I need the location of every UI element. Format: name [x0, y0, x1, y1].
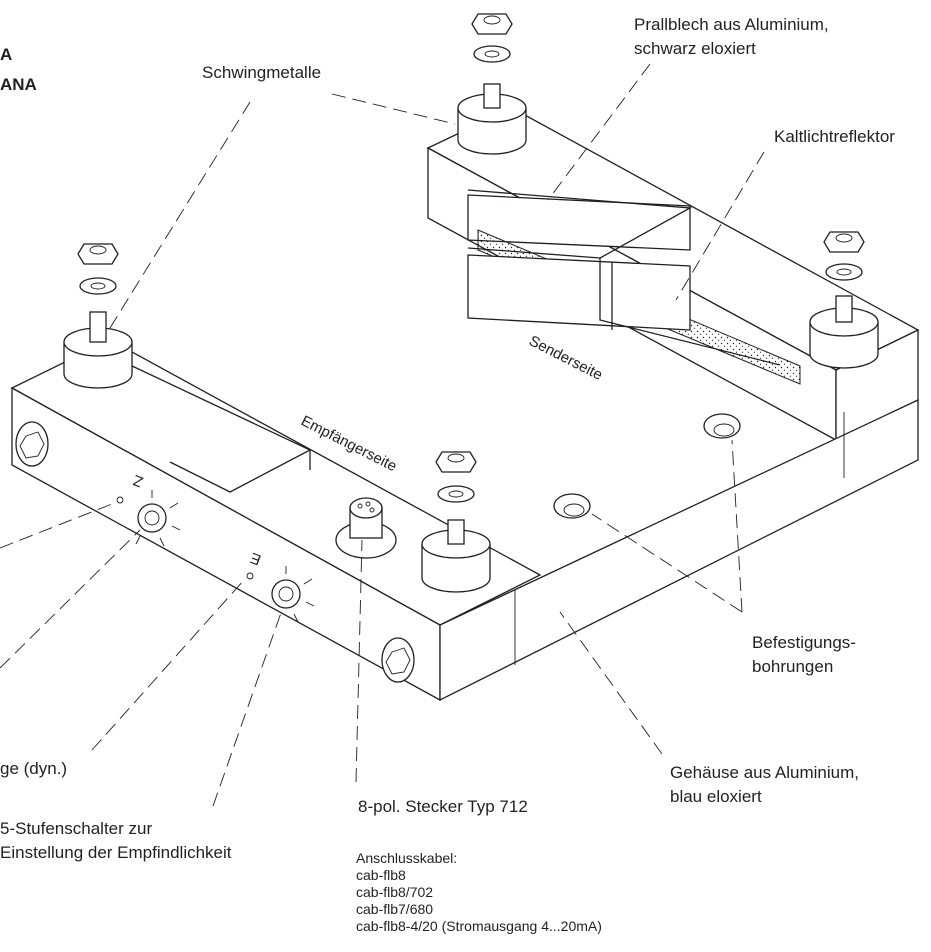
stufenschalter-label-line2: Einstellung der Empfindlichkeit: [0, 843, 232, 862]
cable-item: cab-flb8/702: [356, 884, 434, 900]
vibration-mount-front: [421, 451, 491, 593]
receiver-arm: [10, 339, 919, 702]
sensitivity-switch-e: [246, 566, 315, 623]
leader-lines: [0, 63, 765, 807]
cable-item: cab-flb8: [356, 867, 406, 883]
mounting-bore-1: [703, 413, 741, 439]
mounting-bore-2: [553, 493, 591, 519]
hex-socket-left: [15, 421, 49, 467]
stufenschalter-label-line1: 5-Stufenschalter zur: [0, 819, 153, 838]
stecker-label: 8-pol. Stecker Typ 712: [358, 797, 528, 816]
anschlusskabel-title: Anschlusskabel:: [356, 850, 458, 866]
vibration-mount-left: [63, 243, 133, 389]
connector-8pol: [335, 497, 397, 559]
title-fragment-a: A: [0, 45, 13, 64]
prallblech-label-line1: Prallblech aus Aluminium,: [634, 15, 829, 34]
anzeige-label: ge (dyn.): [0, 759, 68, 778]
sensitivity-switch-z: [116, 490, 181, 547]
sender-arm: [426, 107, 920, 442]
cable-item: cab-flb8-4/20 (Stromausgang 4...20mA): [356, 918, 602, 934]
prallblech-label-line2: schwarz eloxiert: [634, 39, 756, 58]
befestigung-label-line2: bohrungen: [752, 657, 834, 676]
senderseite-label: Senderseite: [526, 332, 605, 383]
befestigung-label-line1: Befestigungs-: [752, 633, 856, 652]
cable-item: cab-flb7/680: [356, 901, 434, 917]
vibration-mount-right: [809, 231, 879, 369]
kaltlichtreflektor-label: Kaltlichtreflektor: [774, 127, 895, 146]
gehaeuse-label-line2: blau eloxiert: [670, 787, 762, 806]
gehaeuse-label-line1: Gehäuse aus Aluminium,: [670, 763, 859, 782]
schwingmetalle-label: Schwingmetalle: [202, 63, 322, 82]
title-fragment-ana: ANA: [0, 75, 37, 94]
hex-socket-right: [381, 637, 415, 683]
vibration-mount-back: [457, 13, 527, 155]
